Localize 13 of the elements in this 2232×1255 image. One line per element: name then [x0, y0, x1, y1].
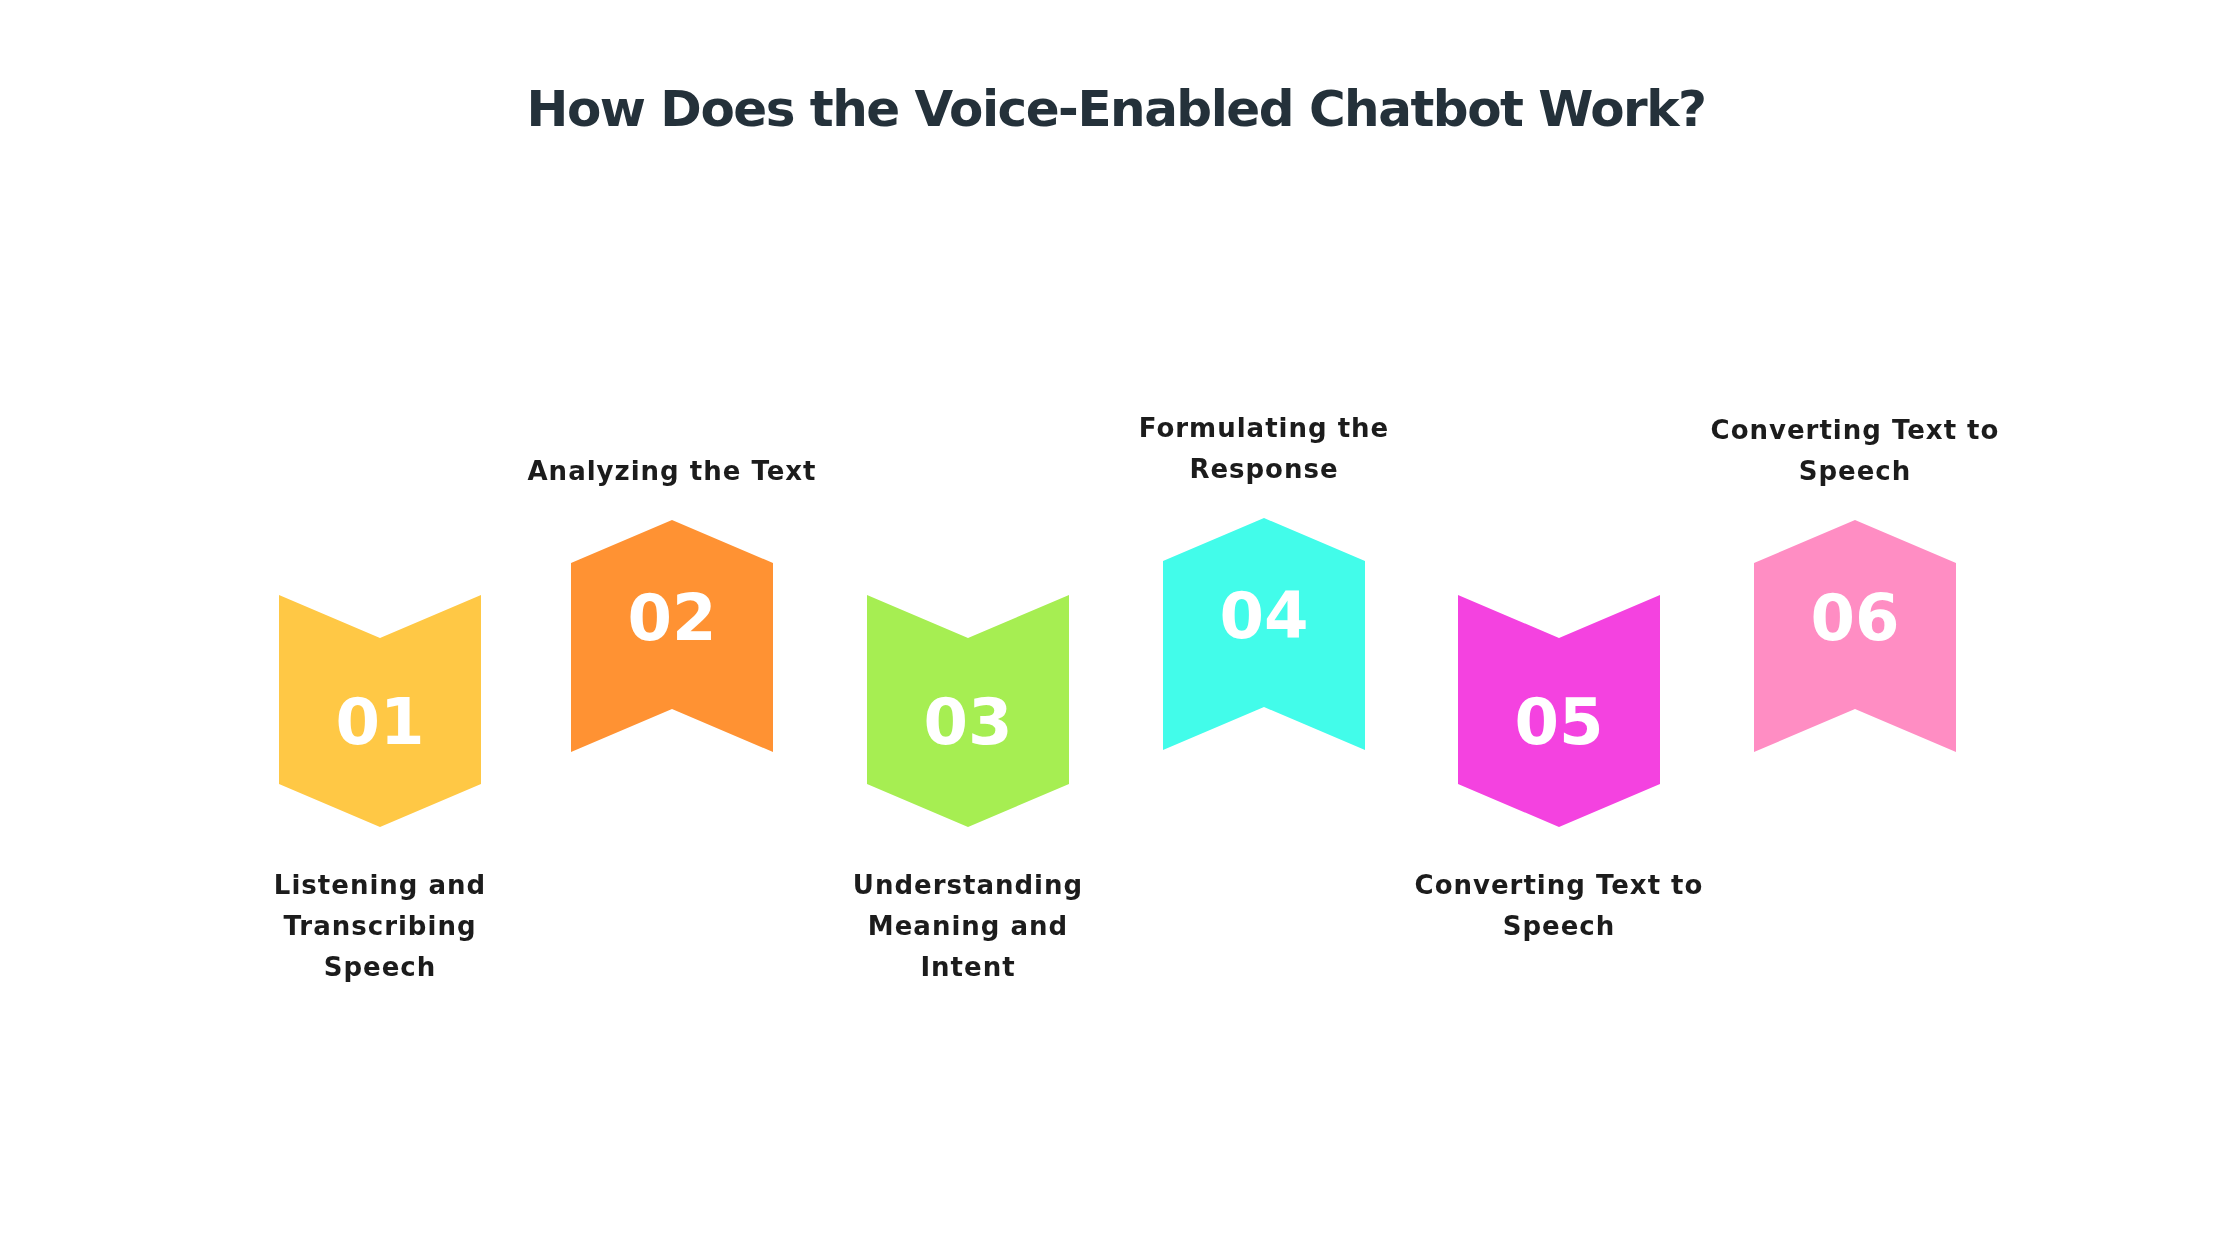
step-label: Converting Text to Speech: [1709, 414, 2001, 488]
step-number: 06: [1809, 586, 1901, 650]
step-number: 03: [922, 690, 1014, 754]
step-number: 01: [334, 690, 426, 754]
step-label: Listening and Transcribing Speech: [272, 869, 488, 984]
step-number: 02: [626, 586, 718, 650]
title: How Does the Voice-Enabled Chatbot Work?: [525, 80, 1707, 138]
step-label: Understanding Meaning and Intent: [851, 869, 1085, 984]
step-label: Converting Text to Speech: [1413, 869, 1705, 943]
step-number: 05: [1513, 690, 1605, 754]
step-label: Formulating the Response: [1137, 412, 1391, 486]
step-label: Analyzing the Text: [526, 455, 818, 488]
step-number: 04: [1218, 584, 1310, 648]
